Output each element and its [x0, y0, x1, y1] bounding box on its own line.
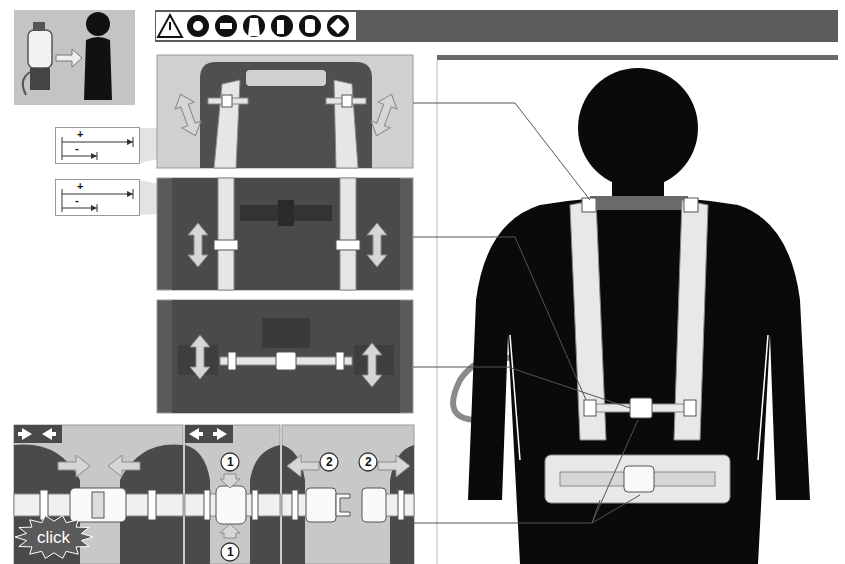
close-buckle-panel	[14, 425, 183, 564]
callout-number: 2	[319, 452, 339, 472]
click-label: click	[37, 529, 70, 546]
dim-outline	[55, 179, 140, 216]
callout-number: 1	[227, 546, 234, 558]
callout-number: 1	[220, 542, 240, 562]
callout-number: 1	[220, 452, 240, 472]
dimension-sign: +	[77, 181, 83, 192]
chest-strap-panel	[157, 300, 413, 413]
safety-icons	[156, 12, 356, 40]
lower-strap-panel	[157, 178, 413, 290]
dimension-sign: -	[75, 195, 79, 206]
icon-panel	[14, 10, 135, 105]
callout-number: 1	[227, 456, 234, 468]
click-burst: click	[14, 514, 94, 560]
dimension-box: +-	[55, 127, 140, 164]
leader-lines	[413, 103, 640, 523]
dimension-box: +-	[55, 179, 140, 216]
shoulder-strap-panel	[157, 55, 413, 168]
dimension-sign: -	[75, 143, 79, 154]
callout-number: 2	[358, 452, 378, 472]
dimension-sign: +	[77, 129, 83, 140]
dim-outline	[55, 127, 140, 164]
header-bar	[155, 10, 838, 42]
callout-number: 2	[365, 456, 372, 468]
sprayer-icon	[23, 12, 112, 100]
callout-number: 2	[326, 456, 333, 468]
press-buckle-panel	[185, 425, 280, 564]
open-buckle-panel	[282, 425, 414, 564]
wearer-figure	[437, 55, 838, 564]
